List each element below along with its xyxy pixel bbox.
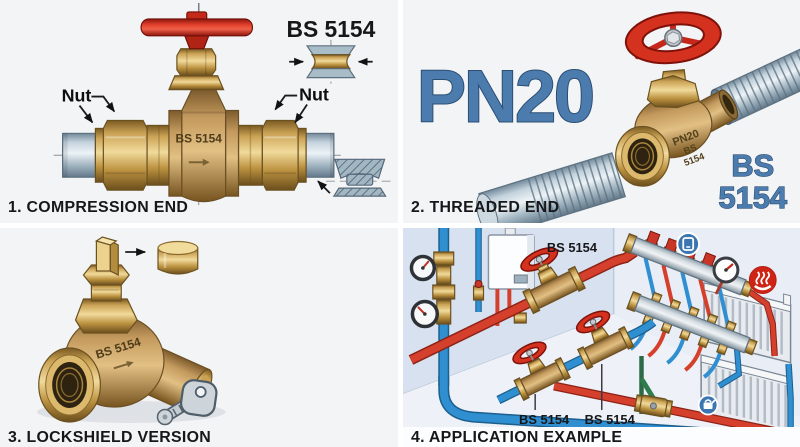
bonnet: [168, 75, 225, 91]
lockshield-cap: [157, 240, 199, 275]
handwheel: [624, 11, 722, 65]
valve-label-bottom-left: BS 5154: [519, 412, 570, 427]
heating-system-illustration: BS 5154: [402, 228, 800, 447]
valve-label-bottom-right: BS 5154: [584, 412, 635, 427]
gate-valve-return: [575, 310, 635, 371]
trv-head: [782, 293, 791, 307]
olive-cross-section-detail: [332, 158, 387, 197]
square-stem: [94, 236, 119, 276]
panel-threaded-end: PN20: [402, 0, 800, 223]
key: [156, 379, 218, 426]
nut-arrow: [294, 104, 308, 124]
panel-application-example: BS 5154: [402, 228, 800, 447]
caption-strip: [402, 427, 800, 447]
pipe-right: [305, 132, 335, 178]
body-marking: BS 5154: [176, 131, 223, 145]
nut-arrow: [78, 104, 94, 124]
collar: [90, 283, 122, 302]
pointer-arrow: [317, 180, 331, 194]
pressure-rating-text: PN20: [416, 54, 592, 137]
pressure-gauge-icon: [712, 256, 739, 295]
inlet-port: [614, 125, 670, 187]
compression-valve-illustration: BS 5154 Nut Nut BS 5154: [8, 2, 394, 216]
threaded-valve-illustration: PN20: [410, 11, 800, 223]
pipe-left: [62, 132, 96, 178]
cold-feed-assembly: [409, 228, 455, 386]
panel-caption: 3. LOCKSHIELD VERSION: [8, 429, 211, 446]
bonnet: [74, 298, 138, 334]
gate-valve-body: BS 5154: [140, 2, 254, 203]
panel-caption: 1. COMPRESSION END: [8, 199, 188, 216]
heating-icon: [748, 266, 777, 294]
panel-caption: 2. THREADED END: [410, 199, 558, 216]
hot-water-icon: [697, 394, 718, 416]
lockshield-valve: BS 5154: [38, 236, 213, 423]
secondary-blue-pipe: [472, 228, 484, 312]
nut-arrow: [91, 95, 116, 113]
gland-nut: [176, 48, 217, 77]
standard-text-line2: 5154: [718, 180, 787, 215]
boiler-icon: [675, 232, 700, 256]
pressure-gauge: [410, 299, 439, 329]
panel-caption: 4. APPLICATION EXAMPLE: [410, 429, 621, 446]
panel-compression-end: BS 5154 Nut Nut BS 5154: [0, 0, 398, 223]
compression-nut-right: [237, 119, 307, 191]
threaded-pipe-left: [475, 152, 626, 223]
pressure-gauge: [409, 254, 436, 282]
lockshield-valve-illustration: BS 5154 3. LOCKSHIE: [8, 236, 226, 446]
nut-arrow: [274, 94, 298, 111]
flow-arrow: [188, 158, 210, 166]
inlet-port: [38, 347, 101, 423]
gate-valve-flow: [511, 341, 571, 402]
panel-lockshield-version: BS 5154 3. LOCKSHIE: [0, 228, 398, 447]
standard-text-line1: BS: [731, 148, 774, 183]
gate-valve-boiler: [519, 247, 586, 315]
svg-text:BS: BS: [682, 142, 698, 157]
standard-title: BS 5154: [286, 16, 375, 42]
valve-label-top: BS 5154: [546, 240, 597, 255]
gate-valve-threaded: PN20 BS 5154: [614, 11, 738, 187]
compression-nut-left: [94, 119, 172, 191]
compression-olive-detail: [289, 45, 373, 79]
nut-label-right: Nut: [299, 85, 329, 105]
handwheel: [140, 18, 254, 37]
bonnet: [646, 75, 700, 109]
ball-valve-green: [633, 378, 673, 418]
nut-label-left: Nut: [62, 86, 92, 106]
boiler-display: [513, 274, 528, 284]
